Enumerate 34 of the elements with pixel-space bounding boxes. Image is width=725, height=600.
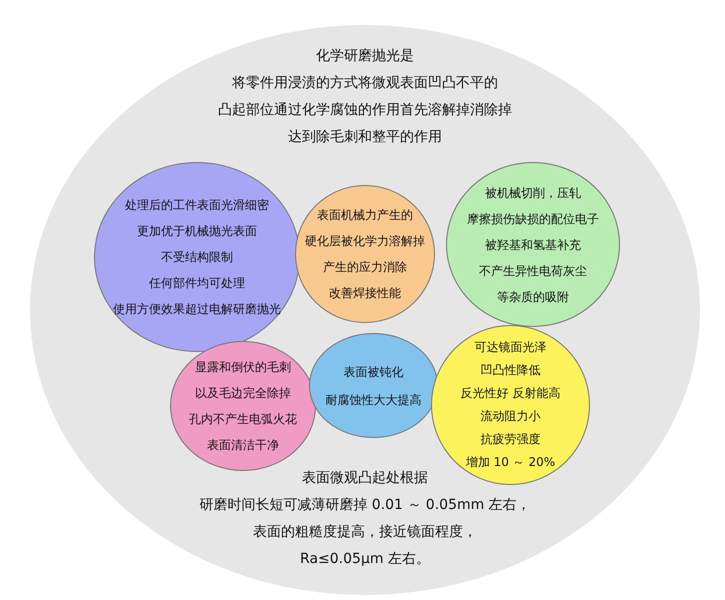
- text-line: 表面的粗糙度提高，接近镜面程度，: [253, 523, 477, 542]
- text-line: 摩擦损伤缺损的配位电子: [467, 210, 599, 228]
- text-line: 达到除毛刺和整平的作用: [288, 128, 442, 147]
- text-line: 抗疲劳强度: [480, 431, 540, 448]
- text-line: Ra≤0.05μm 左右。: [300, 550, 430, 569]
- text-line: 不受结构限制: [161, 249, 233, 266]
- text-line: 硬化层被化学力溶解掉: [305, 233, 425, 250]
- text-line: 表面微观凸起处根据: [302, 469, 428, 488]
- text-line: 孔内不产生电弧火花: [189, 411, 297, 428]
- text-line: 任何部件均可处理: [149, 275, 245, 292]
- text-line: 表面清洁干净: [207, 437, 279, 454]
- text-line: 更加优于机械抛光表面: [137, 223, 257, 240]
- text-line: 研磨时间长短可减薄研磨掉 0.01 ～ 0.05mm 左右，: [199, 496, 531, 515]
- text-line: 处理后的工件表面光滑细密: [125, 197, 269, 214]
- text-line: 化学研磨抛光是: [316, 47, 414, 66]
- text-line: 显露和倒伏的毛刺: [195, 359, 291, 376]
- text-line: 被羟基和氢基补充: [485, 236, 581, 254]
- text-line: 不产生异性电荷灰尘: [479, 262, 587, 280]
- text-line: 表面机械力产生的: [317, 207, 413, 224]
- text-line: 被机械切削，压轧: [485, 184, 581, 202]
- text-line: 以及毛边完全除掉: [195, 385, 291, 402]
- text-line: 改善焊接性能: [329, 285, 401, 302]
- text-line: 可达镜面光泽: [474, 339, 546, 356]
- text-line: 产生的应力消除: [323, 259, 407, 276]
- text-line: 表面被钝化: [344, 364, 404, 380]
- text-line: 凹凸性降低: [480, 362, 540, 379]
- text-line: 耐腐蚀性大大提高: [326, 392, 422, 408]
- text-line: 反光性好 反射能高: [460, 385, 560, 402]
- text-line: 等杂质的吸附: [497, 288, 569, 306]
- text-line: 流动阻力小: [480, 408, 540, 425]
- text-line: 凸起部位通过化学腐蚀的作用首先溶解掉消除掉: [218, 101, 512, 120]
- text-line: 使用方便效果超过电解研磨抛光: [113, 301, 281, 318]
- text-line: 增加 10 ～ 20%: [466, 454, 556, 471]
- text-line: 将零件用浸渍的方式将微观表面凹凸不平的: [232, 74, 498, 93]
